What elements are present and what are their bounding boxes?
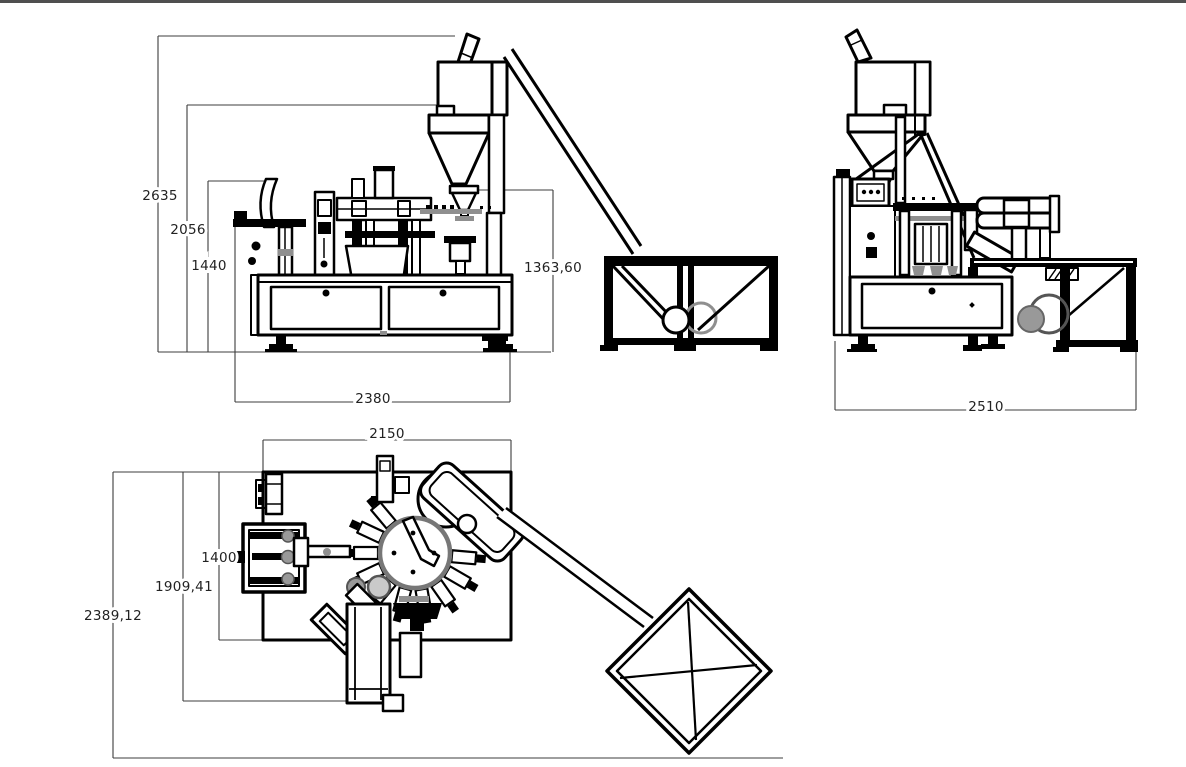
dim-label-top-width: 2150 [369, 426, 405, 442]
top-view: 2150 1400 1909,41 2389,12 [81, 423, 783, 759]
pulley-wheel [661, 305, 691, 335]
inclined-conveyor [502, 48, 643, 255]
roller [281, 529, 295, 543]
vibration-tub [344, 244, 410, 280]
base-cabinet [250, 273, 517, 352]
rotary-arm [401, 515, 441, 568]
dim-label-front-discharge-height: 1363,60 [524, 260, 582, 276]
hopper-assembly [427, 32, 494, 221]
outfeed-diamond-hopper [605, 587, 773, 755]
elevator-support-frame [600, 256, 778, 351]
dim-label-front-base-width: 2380 [355, 391, 391, 407]
cabinet-door-left [269, 285, 383, 331]
door-knob [322, 289, 330, 297]
cabinet-door-right [387, 285, 501, 331]
top-edge-unit [255, 472, 284, 516]
panel-button [875, 189, 881, 195]
top-dimension-lines [112, 439, 783, 759]
weigher-discharge-funnel [450, 191, 478, 212]
emergency-button [867, 232, 875, 240]
roller-wheel [1017, 305, 1045, 333]
sheet-top-border [0, 0, 1186, 3]
dim-label-top-depth-total: 2389,12 [84, 608, 142, 624]
side-machine [832, 28, 1138, 352]
front-machine [233, 32, 778, 352]
panel-button [868, 189, 874, 195]
rotary-disc [377, 515, 453, 591]
door-knob [439, 289, 447, 297]
dim-label-top-depth-inner: 1400 [201, 550, 237, 566]
top-machine [236, 454, 773, 755]
door-knob [928, 287, 936, 295]
hopper-inlet-spout [456, 32, 481, 66]
machine-deck [233, 166, 491, 285]
roller [280, 549, 296, 565]
roller [281, 572, 295, 586]
hopper-funnel [427, 131, 491, 186]
dim-label-front-upper-height: 2056 [170, 222, 206, 238]
cam-wheel [366, 574, 392, 600]
top-conveyor-inlet [416, 461, 654, 629]
dim-label-side-total-width: 2510 [968, 399, 1004, 415]
top-station-unit [371, 454, 410, 505]
side-cabinet [847, 275, 1014, 352]
panel-button [861, 189, 867, 195]
side-hopper [844, 28, 983, 259]
dim-label-front-arm-height: 1440 [191, 258, 227, 274]
side-dimension-lines [834, 341, 1137, 411]
bottom-outfeed-assembly [345, 596, 442, 713]
cabinet-door-side [860, 282, 1004, 330]
dim-label-top-depth-mid: 1909,41 [155, 579, 213, 595]
dim-label-front-total-height: 2635 [142, 188, 178, 204]
side-hopper-spout [844, 28, 873, 64]
side-view: 2510 [832, 28, 1138, 418]
front-view: 2635 2056 1440 1363,60 2380 [139, 32, 778, 410]
